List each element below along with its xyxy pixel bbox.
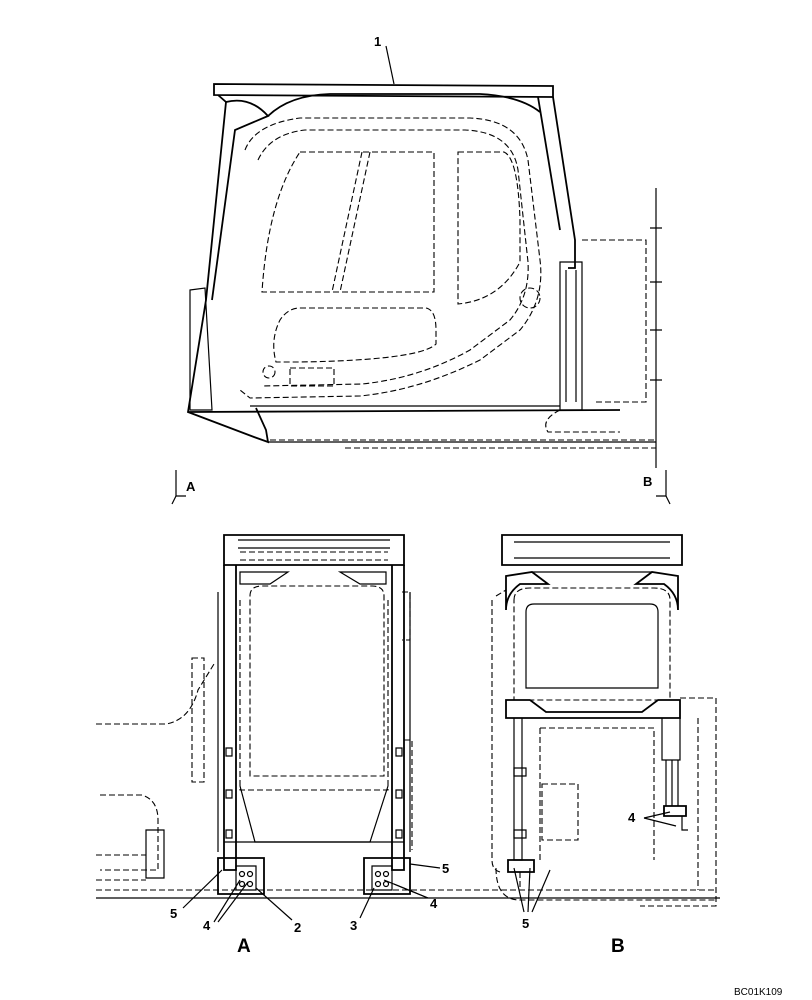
callout-1: 1 — [374, 34, 395, 85]
section-marker-b: B — [643, 470, 671, 505]
callout-3: 3 — [350, 918, 357, 933]
callout-4-right: 4 — [430, 896, 438, 911]
cab-side-view — [186, 83, 662, 468]
callout-5-view-b: 5 — [522, 916, 529, 931]
callout-2: 2 — [294, 920, 301, 935]
view-b-callouts: 4 5 B — [513, 810, 677, 957]
callout-4-view-b: 4 — [628, 810, 636, 825]
view-b-rear — [491, 534, 717, 907]
callout-4-left: 4 — [203, 918, 211, 933]
callout-5-right: 5 — [442, 861, 449, 876]
view-b-title: B — [611, 936, 625, 957]
view-a-front — [96, 534, 720, 899]
view-a-title: A — [237, 936, 251, 957]
callout-5-left: 5 — [170, 906, 177, 921]
section-marker-b-label: B — [643, 474, 652, 489]
drawing-code: BC01K109 — [734, 987, 783, 998]
callout-1-label: 1 — [374, 34, 381, 49]
view-a-callouts: 5 4 2 3 4 5 A — [170, 861, 449, 957]
section-marker-a-label: A — [186, 479, 196, 494]
section-marker-a: A — [171, 470, 196, 505]
